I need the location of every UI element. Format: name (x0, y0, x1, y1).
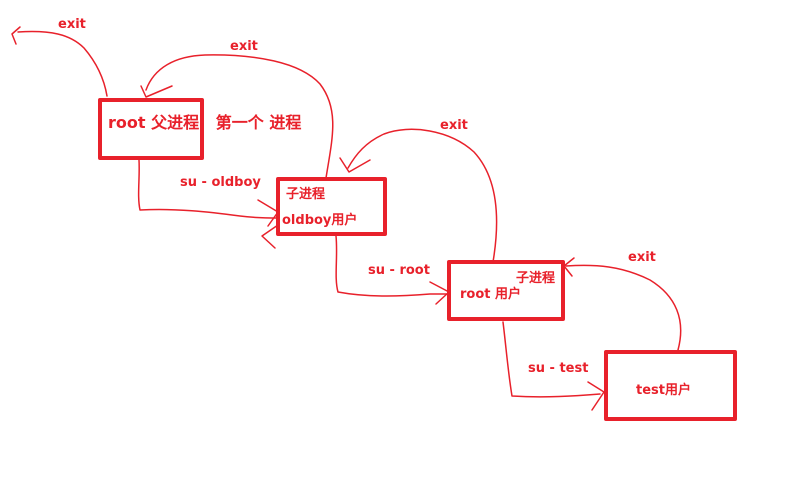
edge-label-exit-root-to-oldboy: exit (440, 118, 468, 133)
node-root-parent-box (98, 98, 204, 160)
arrowhead-su-test (587, 381, 605, 411)
arrowhead-su-oldboy (257, 199, 279, 227)
node-oldboy-label-1: 子进程 (286, 187, 325, 202)
edge-exit-oldboy-to-root (145, 54, 334, 179)
arrowhead-su-root (429, 281, 450, 305)
edge-label-su-oldboy: su - oldboy (180, 175, 261, 190)
node-root-child-label-2: root 用户 (460, 286, 521, 302)
arrowhead-exit-root-out (11, 26, 21, 45)
arrowhead-exit-root-to-oldboy (339, 157, 371, 173)
arrowhead-oldboy-left (261, 224, 279, 249)
node-root-parent-label: root 父进程 第一个 进程 (108, 113, 301, 132)
node-root-child-label-1: 子进程 (516, 271, 555, 286)
edge-label-su-test: su - test (528, 361, 588, 376)
node-oldboy-box (276, 177, 387, 236)
node-test-label: test用户 (636, 382, 691, 398)
arrowhead-exit-test-to-root (563, 257, 575, 277)
edge-su-root (335, 235, 450, 297)
edge-exit-root-to-oldboy (347, 128, 498, 263)
edge-su-test (502, 321, 601, 398)
arrowhead-exit-oldboy-to-root (140, 85, 173, 98)
edge-label-exit-root-out: exit (58, 17, 86, 32)
node-oldboy-label-2: oldboy用户 (282, 212, 357, 228)
edge-label-su-root: su - root (368, 263, 430, 278)
edge-label-exit-oldboy-to-root: exit (230, 39, 258, 54)
edge-exit-root-out (17, 30, 108, 97)
edge-label-exit-test-to-root: exit (628, 250, 656, 265)
node-test-box (604, 350, 737, 421)
edge-su-oldboy (137, 159, 279, 219)
node-root-child-box (447, 260, 565, 321)
edge-exit-test-to-root (565, 264, 682, 351)
